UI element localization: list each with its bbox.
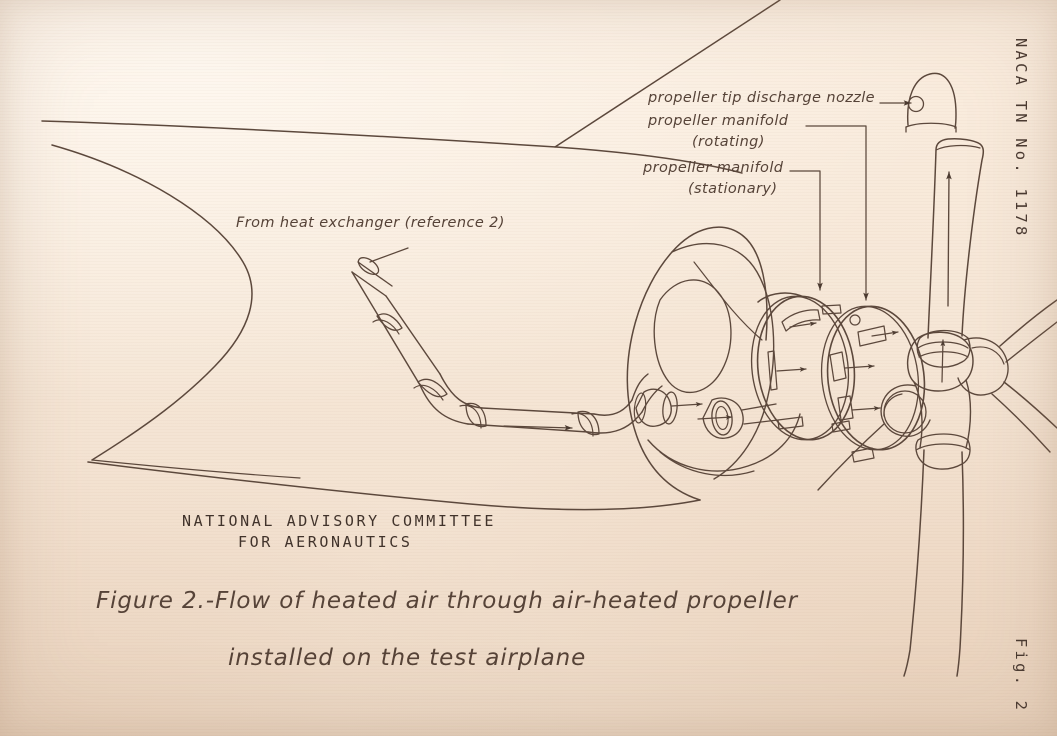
annotation-manifold-rotating-qualifier: (rotating) xyxy=(692,134,765,150)
fuselage-cutaway-contour xyxy=(51,144,253,461)
leader-manifold-stationary xyxy=(789,170,823,291)
duct-branch-upper xyxy=(631,373,663,413)
duct-elbow-lower xyxy=(419,373,483,425)
blade-root-socket-right xyxy=(957,337,1009,396)
figure-caption-line-1: Figure 2.-Flow of heated air through air… xyxy=(96,588,799,614)
propeller-hub-barrel xyxy=(906,331,974,449)
manifold-rotating-slots xyxy=(829,325,887,463)
annotation-manifold-rotating: propeller manifold xyxy=(648,113,789,129)
annotation-source-duct: From heat exchanger (reference 2) xyxy=(236,215,505,231)
duct-collar-2 xyxy=(413,378,448,401)
fuselage-lower-seam xyxy=(91,459,301,479)
manifold-stationary-flow-arrows xyxy=(776,321,817,372)
duct-flow-arrow-inlet xyxy=(671,402,703,407)
duct-outlet-flange-upper xyxy=(633,388,678,427)
figure-caption-line-2: installed on the test airplane xyxy=(228,645,587,671)
duct-flow-arrow-outlet xyxy=(697,414,733,420)
propeller-blade-lower xyxy=(903,449,965,677)
manifold-rotating-ring xyxy=(820,305,926,451)
manifold-coupling-nub xyxy=(849,314,861,326)
propeller-blade-right-upper xyxy=(999,299,1057,363)
propeller-blade-right-lower xyxy=(991,381,1057,453)
propeller-blade-left-lower xyxy=(817,423,885,491)
cowl-diagonal-seam xyxy=(693,261,763,341)
nose-cowl-outline xyxy=(626,226,775,501)
tip-nozzle-detail-inset xyxy=(905,72,957,133)
duct-segment-upper xyxy=(351,257,441,386)
annotation-manifold-stationary: propeller manifold xyxy=(643,160,784,176)
manifold-stationary-ring xyxy=(750,292,856,441)
figure-number-corner-label: Fig. 2 xyxy=(1012,638,1030,714)
duct-collar-1 xyxy=(372,313,403,335)
duct-segment-horizontal xyxy=(467,407,595,433)
duct-collar-3 xyxy=(459,402,487,429)
fuselage-top-line xyxy=(41,120,743,174)
blade-flow-arrow-upper xyxy=(946,171,952,307)
fuselage-bottom-line xyxy=(87,461,701,511)
manifold-rotating-flow-arrows xyxy=(844,330,899,411)
naca-credit-line-2: FOR AERONAUTICS xyxy=(238,533,413,551)
annotation-manifold-stationary-qualifier: (stationary) xyxy=(688,181,778,197)
report-number-margin-label: NACA TN No. 1178 xyxy=(1012,38,1030,239)
annotation-tip-nozzle: propeller tip discharge nozzle xyxy=(648,90,876,106)
naca-credit-line-1: NATIONAL ADVISORY COMMITTEE xyxy=(182,512,497,530)
wing-leading-edge xyxy=(554,0,781,148)
leader-heat-exchanger xyxy=(369,247,409,263)
blade-root-socket-left xyxy=(880,384,931,437)
duct-flow-arrow-horizontal xyxy=(503,424,573,431)
hub-flow-arrow xyxy=(940,339,946,383)
leader-manifold-rotating xyxy=(805,125,869,301)
propeller-blade-upper xyxy=(927,138,985,339)
cowl-inner-ring xyxy=(653,279,732,393)
